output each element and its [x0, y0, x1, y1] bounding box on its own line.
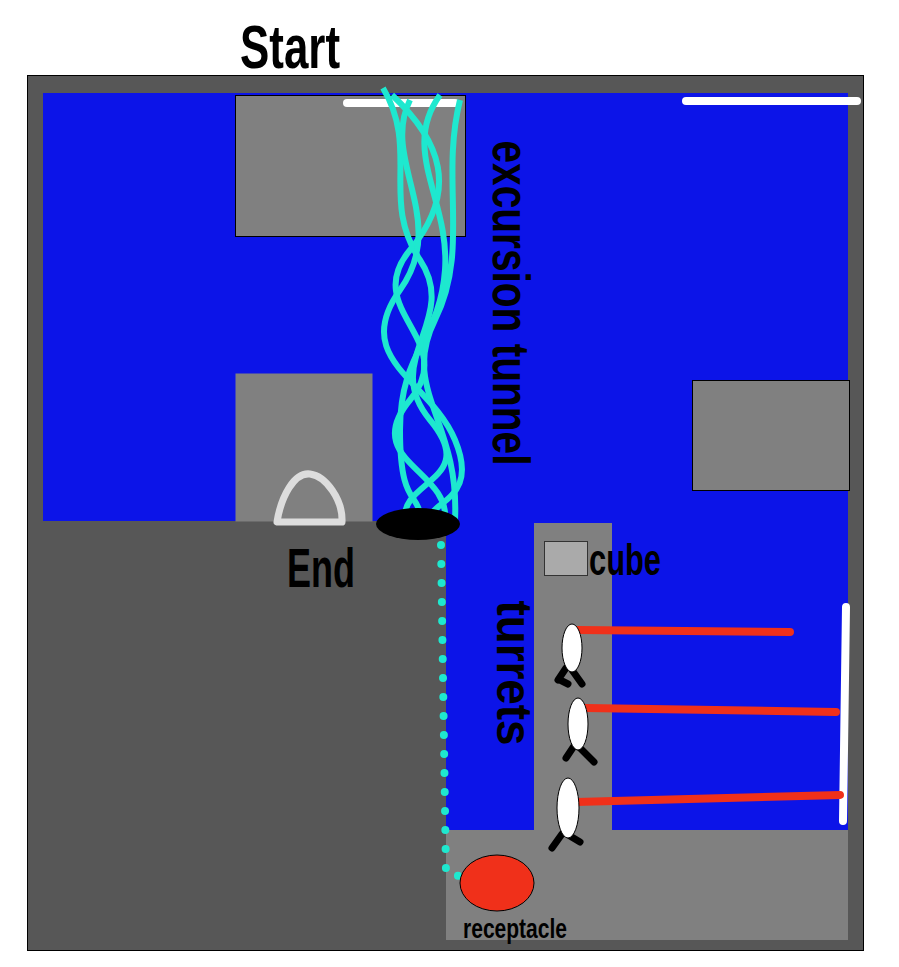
excursion-tunnel	[424, 100, 460, 520]
turret	[557, 778, 579, 838]
turret	[562, 624, 582, 672]
tunnel-emitter	[376, 508, 460, 540]
excursion-tunnel	[384, 100, 462, 520]
laser-beam	[576, 795, 840, 802]
turret	[568, 698, 588, 750]
laser-beam	[578, 630, 790, 632]
cube-block	[545, 542, 588, 576]
start-label: Start	[240, 16, 340, 78]
goo-area	[446, 520, 848, 830]
platform	[236, 374, 373, 522]
cube-label: cube	[589, 538, 661, 582]
portal-surface	[843, 607, 846, 821]
tunnel-path	[441, 545, 462, 876]
platform	[693, 381, 850, 491]
exit-door	[277, 474, 342, 522]
laser-beam	[586, 708, 836, 712]
end-label: End	[287, 540, 355, 596]
receptacle-pad	[460, 855, 534, 911]
tunnel-label: excursion tunnel	[485, 141, 537, 466]
level-border	[28, 76, 864, 951]
portal-surface	[686, 97, 857, 105]
receptacle-label: receptacle	[463, 916, 567, 943]
turrets-label: turrets	[489, 600, 539, 745]
excursion-tunnel	[392, 95, 445, 520]
